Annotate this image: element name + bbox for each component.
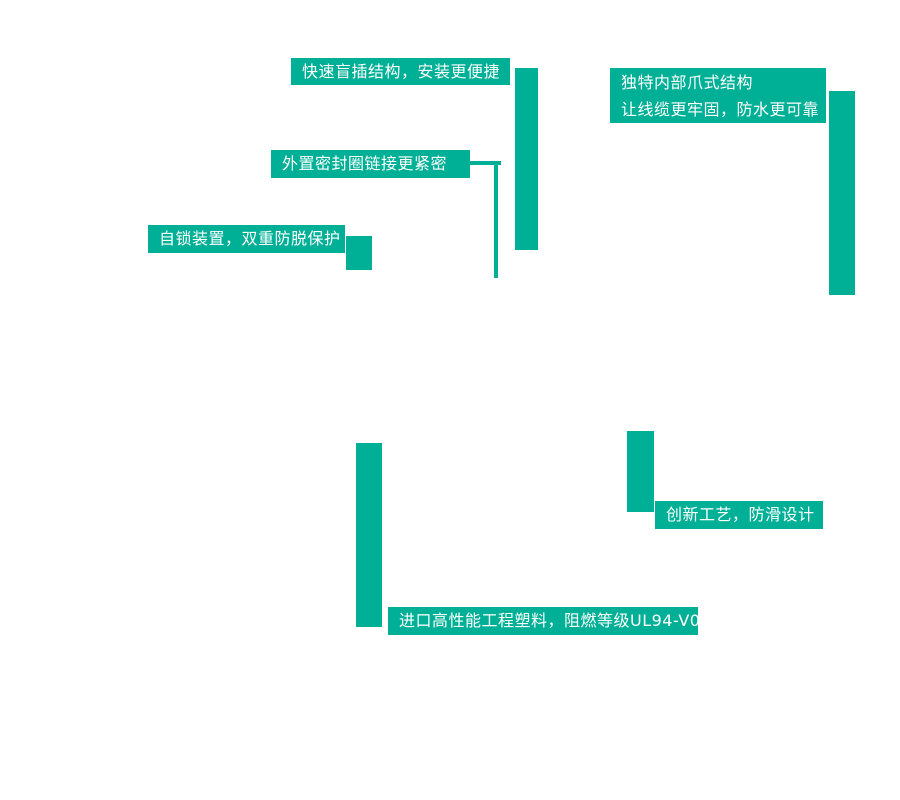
callout-label-quick-blind-plug: 快速盲插结构，安装更便捷	[302, 61, 501, 81]
connector-line-horizontal-outer-seal-ring	[470, 161, 501, 165]
callout-self-lock[interactable]: 自锁装置，双重防脱保护	[148, 225, 345, 253]
marker-bar-anti-slip	[627, 431, 654, 512]
callout-label-flame-retardant: 进口高性能工程塑料，阻燃等级UL94-V0	[399, 611, 701, 630]
callout-outer-seal-ring[interactable]: 外置密封圈链接更紧密	[271, 150, 470, 178]
callout-label-inner-claw-line1: 独特内部爪式结构	[621, 72, 754, 92]
marker-bar-flame-retardant	[356, 443, 382, 627]
callout-flame-retardant[interactable]: 进口高性能工程塑料，阻燃等级UL94-V0	[388, 607, 701, 635]
callout-anti-slip[interactable]: 创新工艺，防滑设计	[655, 501, 823, 529]
callout-label-outer-seal-ring: 外置密封圈链接更紧密	[282, 154, 448, 173]
connector-line-vertical-outer-seal-ring	[494, 161, 498, 278]
marker-bar-inner-claw	[829, 91, 855, 295]
callout-label-anti-slip: 创新工艺，防滑设计	[666, 505, 815, 524]
callout-label-self-lock: 自锁装置，双重防脱保护	[159, 229, 341, 248]
callout-quick-blind-plug[interactable]: 快速盲插结构，安装更便捷	[291, 58, 510, 85]
marker-bar-self-lock	[346, 236, 372, 270]
callout-label-inner-claw-line2: 让线缆更牢固，防水更可靠	[621, 99, 820, 119]
marker-bar-quick-blind-plug	[515, 68, 538, 250]
callout-inner-claw[interactable]: 独特内部爪式结构 让线缆更牢固，防水更可靠	[610, 68, 826, 123]
